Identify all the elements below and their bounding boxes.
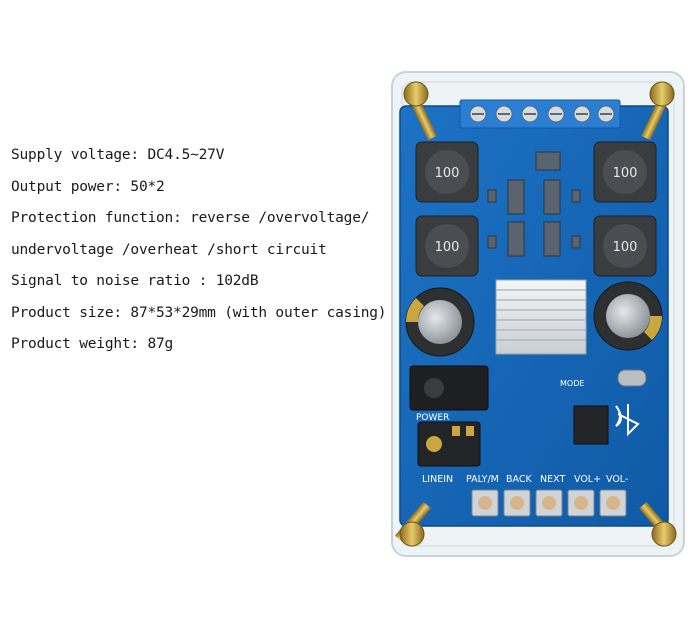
heatsink xyxy=(495,279,587,355)
brass-standoff-top-right xyxy=(641,81,675,141)
audio-jack xyxy=(417,421,481,467)
button-label-back: BACK xyxy=(506,474,532,485)
inductor: 100 xyxy=(415,215,479,277)
spec-list: Supply voltage: DC4.5~27V Output power: … xyxy=(11,143,391,364)
board-illustration: 100 100 100 100 xyxy=(391,71,685,557)
bluetooth-antenna-icon xyxy=(615,404,640,437)
electrolytic-capacitor xyxy=(405,287,475,357)
spec-product-weight: Product weight: 87g xyxy=(11,336,174,352)
button-label-voldown: VOL- xyxy=(606,474,628,485)
button-label-volup: VOL+ xyxy=(574,474,601,485)
button-label-next: NEXT xyxy=(540,474,565,485)
button-labels: LINEIN PALY/M BACK NEXT VOL+ VOL- xyxy=(422,474,628,485)
amplifier-board-photo: 100 100 100 100 xyxy=(388,70,688,560)
spec-protection-function-cont: undervoltage /overheat /short circuit xyxy=(11,241,327,258)
button-label-linein: LINEIN xyxy=(422,474,453,485)
dc-power-jack xyxy=(409,365,489,411)
ic-chip xyxy=(573,405,609,445)
inductor: 100 xyxy=(593,141,657,203)
svg-text:100: 100 xyxy=(435,240,460,255)
inductor: 100 xyxy=(415,141,479,203)
smd-components xyxy=(487,151,581,257)
brass-standoff-bottom-left xyxy=(395,501,431,547)
svg-text:100: 100 xyxy=(435,166,460,181)
screw-terminal-block xyxy=(459,99,621,129)
brass-standoff-bottom-right xyxy=(639,501,677,547)
button-label-palym: PALY/M xyxy=(466,474,499,485)
spec-product-size: Product size: 87*53*29mm (with outer cas… xyxy=(11,304,387,321)
mode-label: MODE xyxy=(560,379,584,388)
brass-standoff-top-left xyxy=(403,81,437,141)
tactile-buttons xyxy=(471,489,627,517)
power-label: POWER xyxy=(416,413,449,423)
spec-supply-voltage: Supply voltage: DC4.5~27V xyxy=(11,147,225,163)
svg-text:100: 100 xyxy=(613,166,638,181)
spec-output-power: Output power: 50*2 xyxy=(11,178,165,195)
crystal-oscillator xyxy=(617,369,647,387)
inductor: 100 xyxy=(593,215,657,277)
svg-text:100: 100 xyxy=(613,240,638,255)
electrolytic-capacitor xyxy=(593,281,663,351)
spec-snr: Signal to noise ratio : 102dB xyxy=(11,273,259,289)
spec-protection-function: Protection function: reverse /overvoltag… xyxy=(11,210,370,226)
